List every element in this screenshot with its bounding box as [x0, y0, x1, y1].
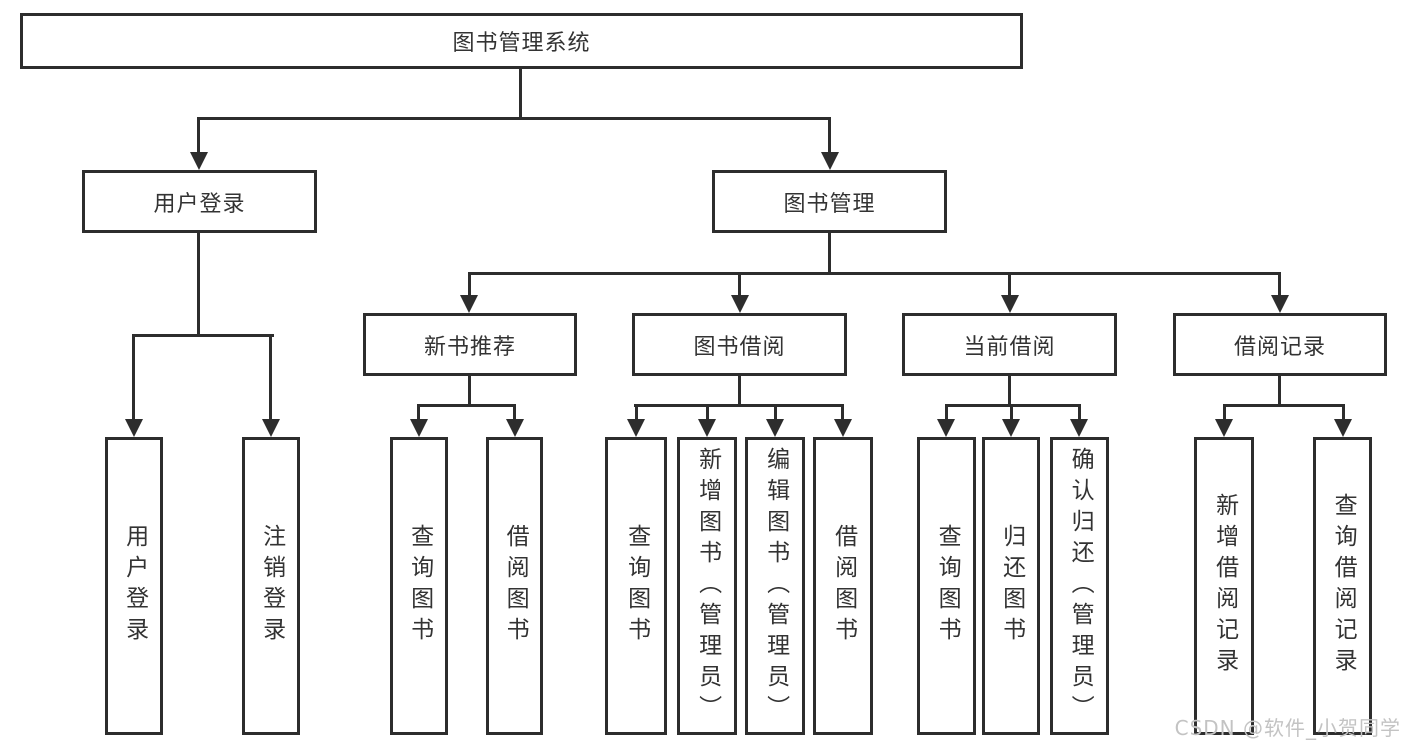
leaf-query-books-current: 查询图书 [917, 437, 976, 735]
leaf-borrow-books-newrec: 借阅图书 [486, 437, 543, 735]
connector-drop-bb-edit [774, 404, 777, 421]
node-user-login: 用户登录 [82, 170, 317, 233]
arrowhead-nb-query [410, 419, 428, 437]
leaf-query-borrow-record: 查询借阅记录 [1313, 437, 1372, 735]
connector-drop-cb-confirm [1078, 404, 1081, 421]
connector-userlogin-stem [197, 233, 200, 337]
arrowhead-bb-edit [766, 419, 784, 437]
arrowhead-newbook [460, 295, 478, 313]
leaf-confirm-return-admin: 确认归还（管理员） [1050, 437, 1109, 735]
leaf-query-books-borrow: 查询图书 [605, 437, 667, 735]
leaf-query-books-newrec: 查询图书 [390, 437, 448, 735]
arrowhead-nb-borrow [506, 419, 524, 437]
connector-root-rail [197, 117, 831, 120]
connector-userlogin-rail [132, 334, 274, 337]
connector-drop-bb-borrow [841, 404, 844, 421]
connector-drop-nb-query [417, 404, 420, 421]
leaf-query-books-newrec-label: 查询图书 [406, 524, 433, 648]
leaf-add-borrow-record: 新增借阅记录 [1194, 437, 1254, 735]
leaf-borrow-books-newrec-label: 借阅图书 [502, 524, 529, 648]
connector-currentborrow-stem [1008, 376, 1011, 407]
leaf-borrow-books-borrow: 借阅图书 [813, 437, 873, 735]
arrowhead-cb-query [937, 419, 955, 437]
leaf-query-borrow-record-label: 查询借阅记录 [1330, 493, 1357, 679]
leaf-query-books-borrow-label: 查询图书 [623, 524, 650, 648]
leaf-return-book: 归还图书 [982, 437, 1040, 735]
connector-newbook-rail [417, 404, 516, 407]
leaf-edit-book-admin-label: 编辑图书（管理员） [762, 446, 789, 726]
leaf-confirm-return-admin-label: 确认归还（管理员） [1067, 446, 1094, 726]
arrowhead-bb-query [627, 419, 645, 437]
connector-borrowrecords-rail [1223, 404, 1345, 407]
connector-drop-book-mgmt [828, 117, 831, 155]
connector-drop-bb-query [635, 404, 638, 421]
connector-drop-br-add [1223, 404, 1226, 421]
connector-bookmgmt-rail [468, 272, 1281, 275]
connector-borrowrecords-stem [1278, 376, 1281, 407]
connector-drop-leaf-logout [269, 334, 272, 421]
arrowhead-leaf-logout [262, 419, 280, 437]
leaf-return-book-label: 归还图书 [998, 524, 1025, 648]
arrowhead-br-query [1334, 419, 1352, 437]
connector-drop-newbook [468, 272, 471, 298]
node-current-borrowing: 当前借阅 [902, 313, 1117, 376]
connector-root-stem [519, 68, 522, 119]
node-book-borrowing: 图书借阅 [632, 313, 847, 376]
arrowhead-book-mgmt [821, 152, 839, 170]
connector-newbook-stem [468, 376, 471, 407]
connector-drop-leaf-login [132, 334, 135, 421]
arrowhead-user-login [190, 152, 208, 170]
connector-drop-borrowrecords [1278, 272, 1281, 298]
csdn-watermark: CSDN @软件_小贺同学 [1174, 716, 1401, 740]
connector-drop-nb-borrow [513, 404, 516, 421]
leaf-borrow-books-borrow-label: 借阅图书 [830, 524, 857, 648]
leaf-add-book-admin-label: 新增图书（管理员） [694, 446, 721, 726]
node-new-book-recommendation: 新书推荐 [363, 313, 577, 376]
arrowhead-cb-confirm [1070, 419, 1088, 437]
leaf-logout-label: 注销登录 [258, 524, 285, 648]
connector-drop-br-query [1342, 404, 1345, 421]
connector-drop-user-login [197, 117, 200, 155]
arrowhead-currentborrow [1001, 295, 1019, 313]
leaf-add-borrow-record-label: 新增借阅记录 [1211, 493, 1238, 679]
leaf-edit-book-admin: 编辑图书（管理员） [745, 437, 805, 735]
connector-bookborrow-stem [738, 376, 741, 407]
leaf-user-login: 用户登录 [105, 437, 163, 735]
node-borrow-records: 借阅记录 [1173, 313, 1387, 376]
leaf-add-book-admin: 新增图书（管理员） [677, 437, 737, 735]
connector-drop-bb-add [706, 404, 709, 421]
connector-drop-currentborrow [1008, 272, 1011, 298]
connector-drop-cb-query [945, 404, 948, 421]
leaf-user-login-label: 用户登录 [121, 524, 148, 648]
arrowhead-bb-add [698, 419, 716, 437]
connector-drop-cb-return [1010, 404, 1013, 421]
arrowhead-br-add [1215, 419, 1233, 437]
arrowhead-bookborrow [731, 295, 749, 313]
leaf-logout: 注销登录 [242, 437, 300, 735]
connector-drop-bookborrow [738, 272, 741, 298]
node-book-management: 图书管理 [712, 170, 947, 233]
arrowhead-cb-return [1002, 419, 1020, 437]
connector-bookmgmt-stem [828, 233, 831, 275]
arrowhead-borrowrecords [1271, 295, 1289, 313]
connector-bookborrow-rail [634, 404, 843, 407]
leaf-query-books-current-label: 查询图书 [934, 524, 961, 648]
arrowhead-bb-borrow [834, 419, 852, 437]
arrowhead-leaf-login [125, 419, 143, 437]
node-root: 图书管理系统 [20, 13, 1023, 69]
